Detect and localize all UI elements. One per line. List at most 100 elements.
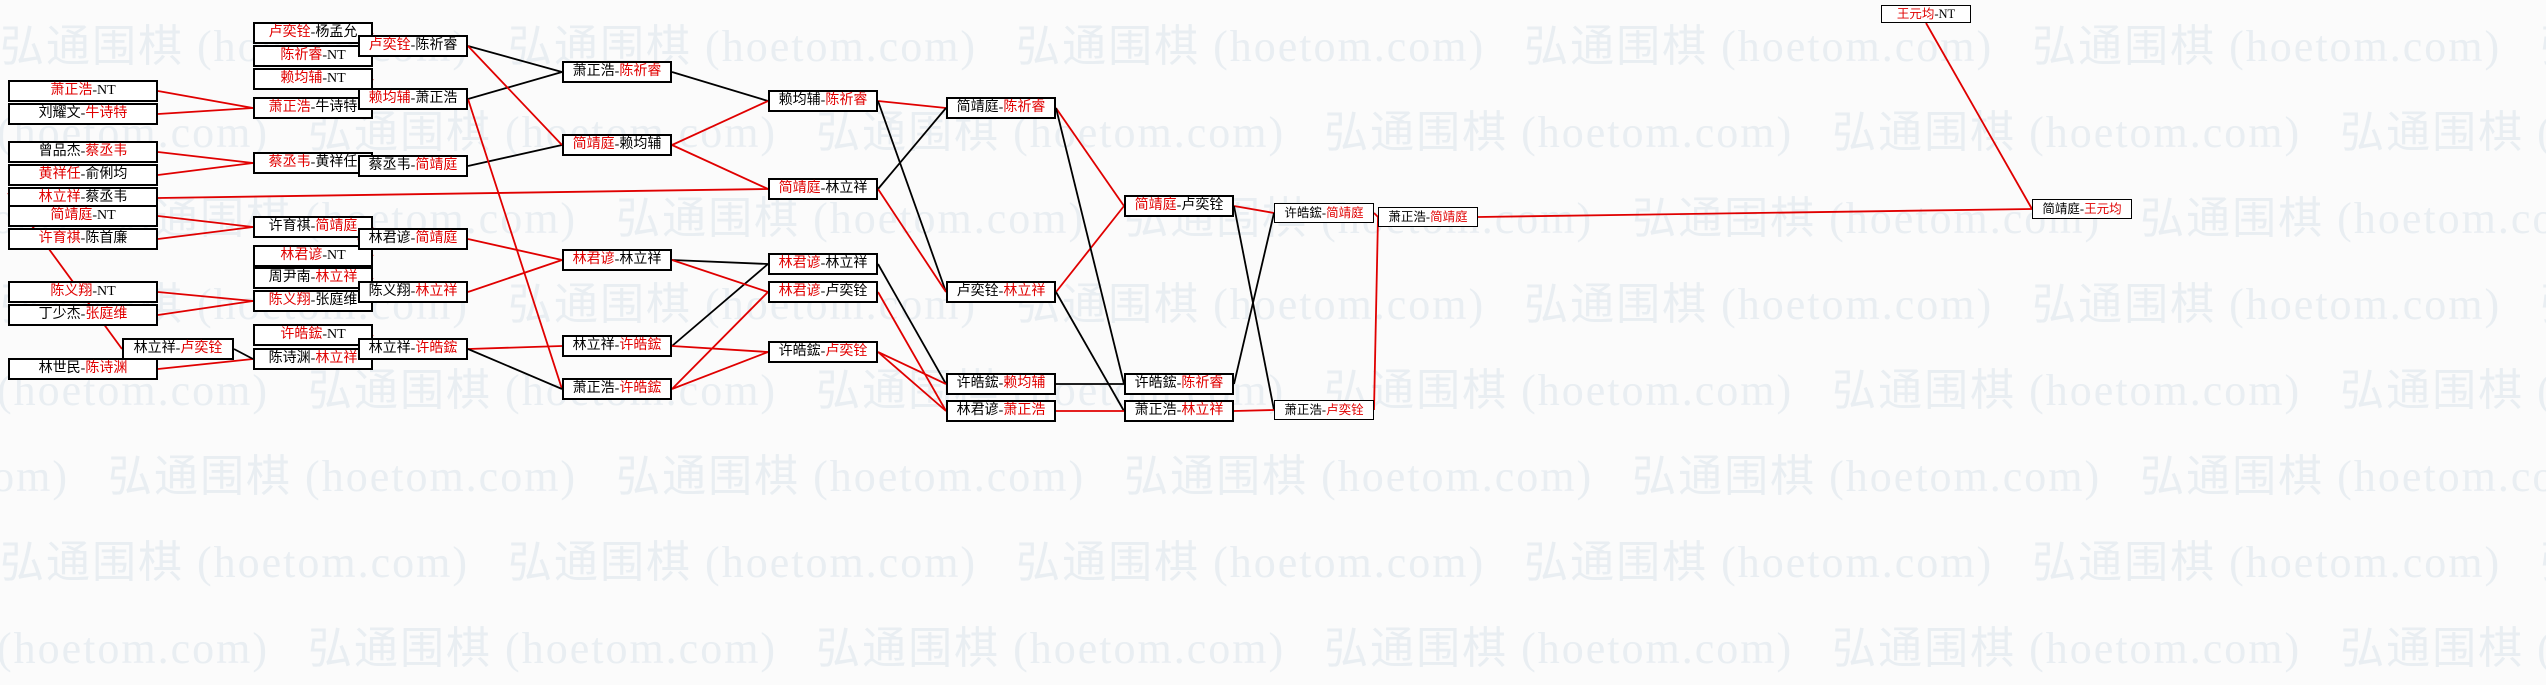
- connector-line: [467, 144, 563, 167]
- match-box[interactable]: 陈祈睿-NT: [253, 45, 373, 67]
- match-box[interactable]: 许皓鋐-赖均辅: [946, 373, 1056, 395]
- match-box[interactable]: 林世民-陈诗渊: [8, 358, 158, 380]
- player-left: 陈祈睿: [280, 48, 323, 63]
- player-left: 许皓鋐: [1134, 376, 1177, 391]
- player-right: NT: [97, 208, 116, 223]
- vs-separator: -: [310, 293, 316, 308]
- connector-line: [671, 71, 769, 102]
- match-box[interactable]: 简靖庭-NT: [8, 205, 158, 227]
- match-box[interactable]: 王元均-NT: [1881, 5, 1971, 23]
- match-box[interactable]: 林立祥-许皓鋐: [562, 335, 672, 357]
- match-box[interactable]: 刘耀文-牛诗特: [8, 103, 158, 125]
- match-box[interactable]: 卢奕铨-陈祈睿: [358, 35, 468, 57]
- player-right: 林立祥: [415, 284, 458, 299]
- player-left: 周尹南: [268, 270, 311, 285]
- match-box[interactable]: 陈义翔-NT: [8, 281, 158, 303]
- player-right: 许皓鋐: [415, 341, 458, 356]
- match-box[interactable]: 许皓鋐-卢奕铨: [768, 341, 878, 363]
- match-box[interactable]: 陈义翔-张庭维: [253, 290, 373, 312]
- connector-line: [671, 144, 769, 190]
- vs-separator: -: [1321, 205, 1327, 220]
- vs-separator: -: [614, 338, 620, 353]
- match-box[interactable]: 许皓鋐-NT: [253, 324, 373, 346]
- match-box[interactable]: 许皓鋐-简靖庭: [1274, 203, 1374, 223]
- player-right: 陈诗渊: [85, 361, 128, 376]
- connector-line: [671, 345, 769, 353]
- match-box[interactable]: 林君谚-萧正浩: [946, 400, 1056, 422]
- match-box[interactable]: 简靖庭-陈祈睿: [946, 97, 1056, 119]
- match-box[interactable]: 萧正浩-牛诗特: [253, 97, 373, 119]
- match-box[interactable]: 赖均辅-陈祈睿: [768, 90, 878, 112]
- player-left: 林君谚: [368, 231, 411, 246]
- match-box[interactable]: 蔡丞韦-黄祥任: [253, 152, 373, 174]
- match-box[interactable]: 曾品杰-蔡丞韦: [8, 141, 158, 163]
- match-box[interactable]: 黄祥任-俞俐均: [8, 164, 158, 186]
- player-left: 林君谚: [956, 403, 999, 418]
- match-box[interactable]: 萧正浩-许皓鋐: [562, 378, 672, 400]
- connector-line: [877, 291, 947, 412]
- player-left: 萧正浩: [572, 64, 615, 79]
- match-box[interactable]: 卢奕铨-林立祥: [946, 281, 1056, 303]
- vs-separator: -: [80, 361, 86, 376]
- connector-line: [467, 345, 563, 350]
- vs-separator: -: [820, 284, 826, 299]
- match-box[interactable]: 卢奕铨-杨孟允: [253, 22, 373, 44]
- vs-separator: -: [80, 307, 86, 322]
- match-box[interactable]: 简靖庭-卢奕铨: [1124, 195, 1234, 217]
- match-box[interactable]: 萧正浩-林立祥: [1124, 400, 1234, 422]
- player-left: 简靖庭: [50, 208, 93, 223]
- match-box[interactable]: 林君谚-NT: [253, 245, 373, 267]
- vs-separator: -: [80, 144, 86, 159]
- player-left: 许育祺: [268, 219, 311, 234]
- match-box[interactable]: 蔡丞韦-简靖庭: [358, 155, 468, 177]
- player-left: 林世民: [38, 361, 81, 376]
- connector-line: [467, 238, 563, 261]
- player-right: 赖均辅: [619, 137, 662, 152]
- match-box[interactable]: 林君谚-简靖庭: [358, 228, 468, 250]
- connector-line: [1373, 216, 1379, 411]
- match-box[interactable]: 许育祺-陈首廉: [8, 228, 158, 250]
- match-box[interactable]: 丁少杰-张庭维: [8, 304, 158, 326]
- vs-separator: -: [80, 190, 86, 205]
- match-box[interactable]: 萧正浩-陈祈睿: [562, 61, 672, 83]
- match-box[interactable]: 林君谚-林立祥: [562, 249, 672, 271]
- match-box[interactable]: 陈义翔-林立祥: [358, 281, 468, 303]
- match-box[interactable]: 林君谚-林立祥: [768, 253, 878, 275]
- connector-line: [877, 107, 947, 190]
- match-box[interactable]: 许育祺-简靖庭: [253, 216, 373, 238]
- player-left: 林君谚: [280, 248, 323, 263]
- vs-separator: -: [310, 351, 316, 366]
- connector-line: [467, 45, 563, 73]
- match-box[interactable]: 赖均辅-NT: [253, 68, 373, 90]
- match-box[interactable]: 萧正浩-卢奕铨: [1274, 400, 1374, 420]
- match-box[interactable]: 简靖庭-赖均辅: [562, 134, 672, 156]
- vs-separator: -: [998, 376, 1004, 391]
- player-right: 简靖庭: [1430, 209, 1468, 224]
- vs-separator: -: [410, 38, 416, 53]
- match-box[interactable]: 林立祥-卢奕铨: [122, 338, 234, 360]
- match-box[interactable]: 简靖庭-林立祥: [768, 178, 878, 200]
- player-left: 萧正浩: [268, 100, 311, 115]
- vs-separator: -: [614, 252, 620, 267]
- player-left: 简靖庭: [2042, 201, 2080, 216]
- player-left: 萧正浩: [1284, 402, 1322, 417]
- vs-separator: -: [310, 155, 316, 170]
- connector-line: [877, 351, 947, 412]
- vs-separator: -: [614, 137, 620, 152]
- connector-line: [1925, 22, 2033, 210]
- vs-separator: -: [322, 327, 327, 342]
- player-right: 黄祥任: [315, 155, 358, 170]
- match-box[interactable]: 林立祥-许皓鋐: [358, 338, 468, 360]
- match-box[interactable]: 周尹南-林立祥: [253, 267, 373, 289]
- player-left: 林君谚: [778, 256, 821, 271]
- connector-line: [671, 259, 769, 265]
- match-box[interactable]: 林君谚-卢奕铨: [768, 281, 878, 303]
- match-box[interactable]: 赖均辅-萧正浩: [358, 88, 468, 110]
- match-box[interactable]: 萧正浩-简靖庭: [1378, 207, 1478, 227]
- match-box[interactable]: 陈诗渊-林立祥: [253, 348, 373, 370]
- connector-line: [877, 351, 947, 385]
- match-box[interactable]: 萧正浩-NT: [8, 80, 158, 102]
- vs-separator: -: [310, 270, 316, 285]
- match-box[interactable]: 许皓鋐-陈祈睿: [1124, 373, 1234, 395]
- match-box[interactable]: 简靖庭-王元均: [2032, 199, 2132, 219]
